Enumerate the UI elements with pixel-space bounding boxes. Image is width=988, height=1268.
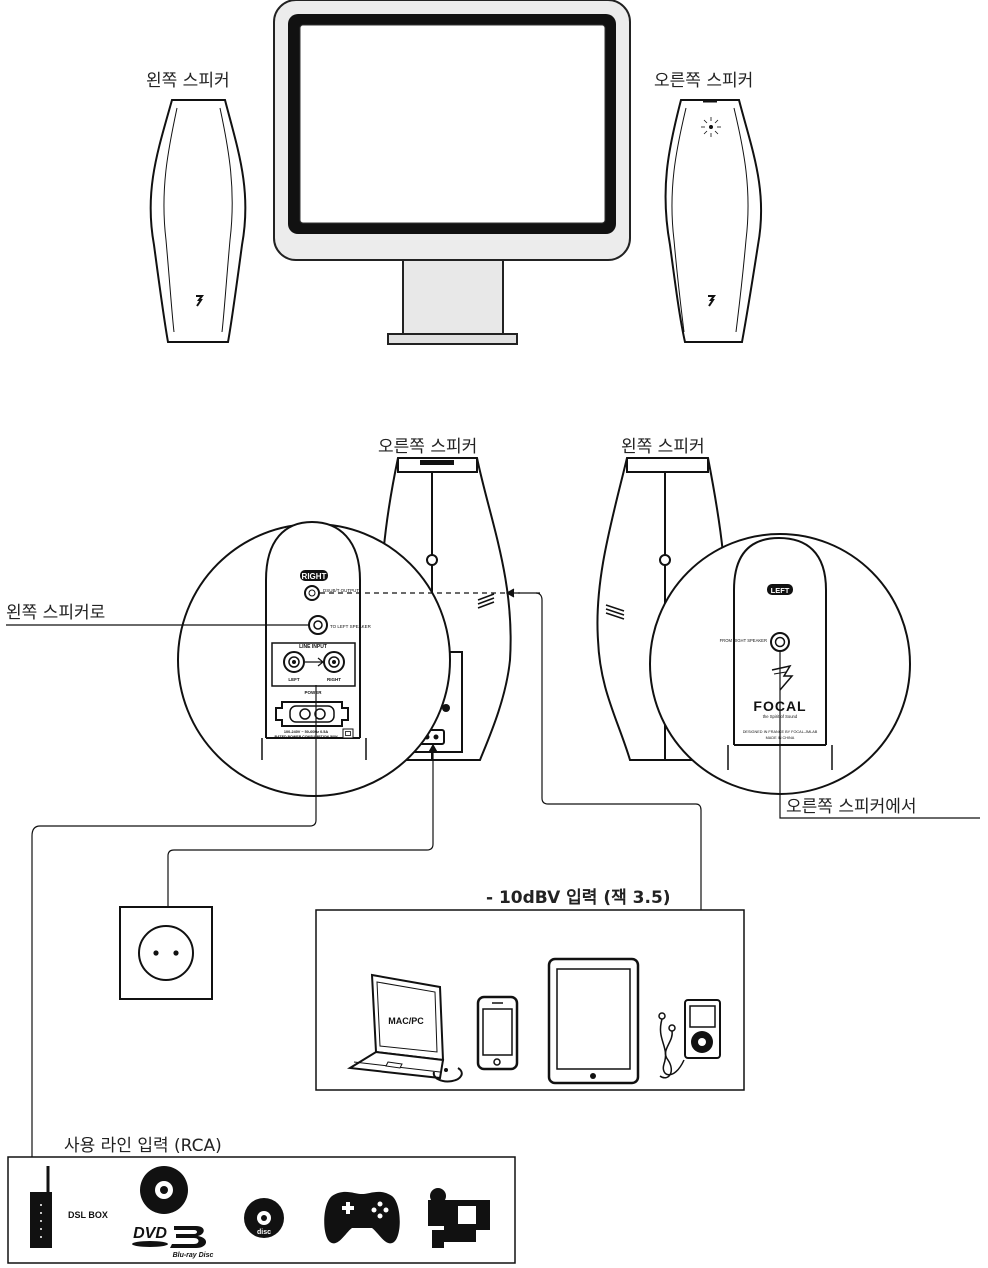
jack-input-label: - 10dBV 입력 (잭 3.5) — [486, 888, 671, 908]
power-consumption-label: RATED POWER CONSUMPTION 50W — [274, 735, 338, 739]
earphones-icon — [658, 1012, 685, 1079]
front-right-speaker — [664, 99, 763, 343]
to-left-speaker-label: TO LEFT SPEAKER — [330, 624, 372, 629]
rear-left-speaker-label: 왼쪽 스피커 — [621, 437, 705, 457]
dsl-router-icon: DSL BOX — [30, 1166, 108, 1248]
tablet-icon — [547, 957, 640, 1085]
left-panel-title: LEFT — [771, 586, 790, 595]
rca-input-label: 사용 라인 입력 (RCA) — [64, 1136, 222, 1156]
line-input-label: LINE INPUT — [299, 644, 327, 650]
gamepad-icon — [324, 1191, 400, 1244]
compact-disc-icon: disc — [244, 1198, 284, 1238]
line-input-right-label: RIGHT — [327, 677, 341, 682]
power-outlet-icon — [119, 906, 213, 1000]
bluray-label: Blu-ray Disc — [173, 1252, 214, 1259]
camcorder-icon — [428, 1188, 490, 1248]
laptop-icon: MAC/PC — [346, 973, 463, 1083]
power-rating-label: 100-240V ~ 50-60Hz 0.5A — [284, 730, 328, 734]
smartphone-icon — [476, 995, 519, 1071]
front-left-speaker — [149, 99, 247, 343]
dsub-output-label: DSUB/T OUTPUT — [323, 588, 359, 593]
power-label: POWER — [304, 690, 322, 695]
monitor-icon — [273, 0, 631, 345]
dvd-label: DVD — [133, 1225, 167, 1242]
music-player-icon — [684, 999, 721, 1059]
line-input-left-label: LEFT — [288, 677, 299, 682]
top-left-speaker-label: 왼쪽 스피커 — [146, 71, 230, 91]
rear-right-speaker-label: 오른쪽 스피커 — [378, 437, 478, 457]
to-left-speaker-callout: 왼쪽 스피커로 — [6, 603, 106, 623]
laptop-label: MAC/PC — [388, 1016, 424, 1026]
cables — [6, 588, 980, 1157]
dvd-icon: DVD — [132, 1166, 188, 1247]
right-panel-title: RIGHT — [302, 572, 327, 581]
dsl-label: DSL BOX — [68, 1210, 108, 1220]
bluray-icon: Blu-ray Disc — [170, 1226, 214, 1259]
top-right-speaker-label: 오른쪽 스피커 — [654, 71, 754, 91]
from-right-speaker-callout: 오른쪽 스피커에서 — [786, 797, 917, 817]
from-right-speaker-label: FROM RIGHT SPEAKER — [720, 638, 767, 643]
power-led-icon — [701, 117, 721, 137]
right-panel-zoom: RIGHT DSUB/T OUTPUT TO LEFT SPEAKER LINE… — [177, 520, 451, 797]
disc-label: disc — [257, 1229, 271, 1236]
